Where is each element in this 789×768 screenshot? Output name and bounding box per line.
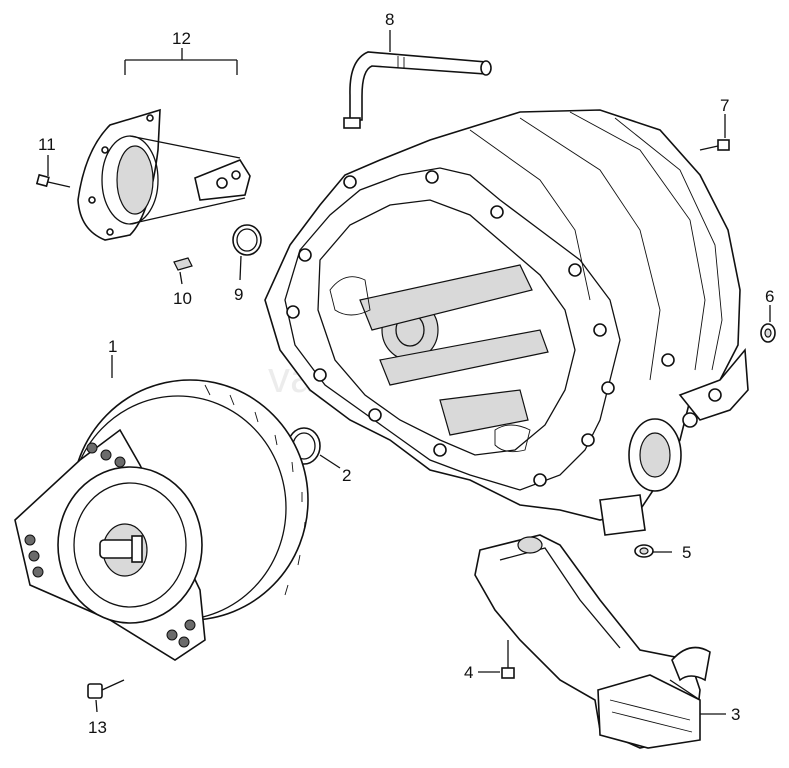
callout-4: 4	[464, 663, 473, 682]
callout-8: 8	[385, 10, 394, 29]
part-4-bolt	[501, 640, 515, 679]
part-10-clip	[173, 257, 193, 271]
part-11-bolt	[35, 173, 71, 188]
part-13-bolt	[87, 679, 125, 699]
callout-5: 5	[682, 543, 691, 562]
part-12-flange-assembly	[77, 108, 251, 241]
callout-10: 10	[173, 289, 192, 308]
callout-11: 11	[38, 135, 56, 154]
part-8-breather-hose	[343, 51, 492, 129]
part-5-seal	[634, 544, 654, 558]
transmission-housing	[264, 109, 749, 536]
callout-2: 2	[342, 466, 351, 485]
part-9-seal-ring	[232, 224, 262, 256]
part-6-seal	[760, 323, 776, 343]
callout-13: 13	[88, 718, 107, 737]
callout-7: 7	[720, 96, 729, 115]
callout-1: 1	[108, 337, 117, 356]
callout-12: 12	[172, 29, 191, 48]
leader-lines	[47, 30, 771, 715]
callout-labels: 8 7 11 12 10 9 6 1 2 5 4 3 13	[38, 10, 774, 737]
callout-9: 9	[234, 285, 243, 304]
part-3-oil-cooler	[474, 534, 711, 749]
part-1-torque-converter	[14, 379, 309, 661]
part-7-bolt	[699, 139, 730, 151]
callout-3: 3	[731, 705, 740, 724]
callout-6: 6	[765, 287, 774, 306]
